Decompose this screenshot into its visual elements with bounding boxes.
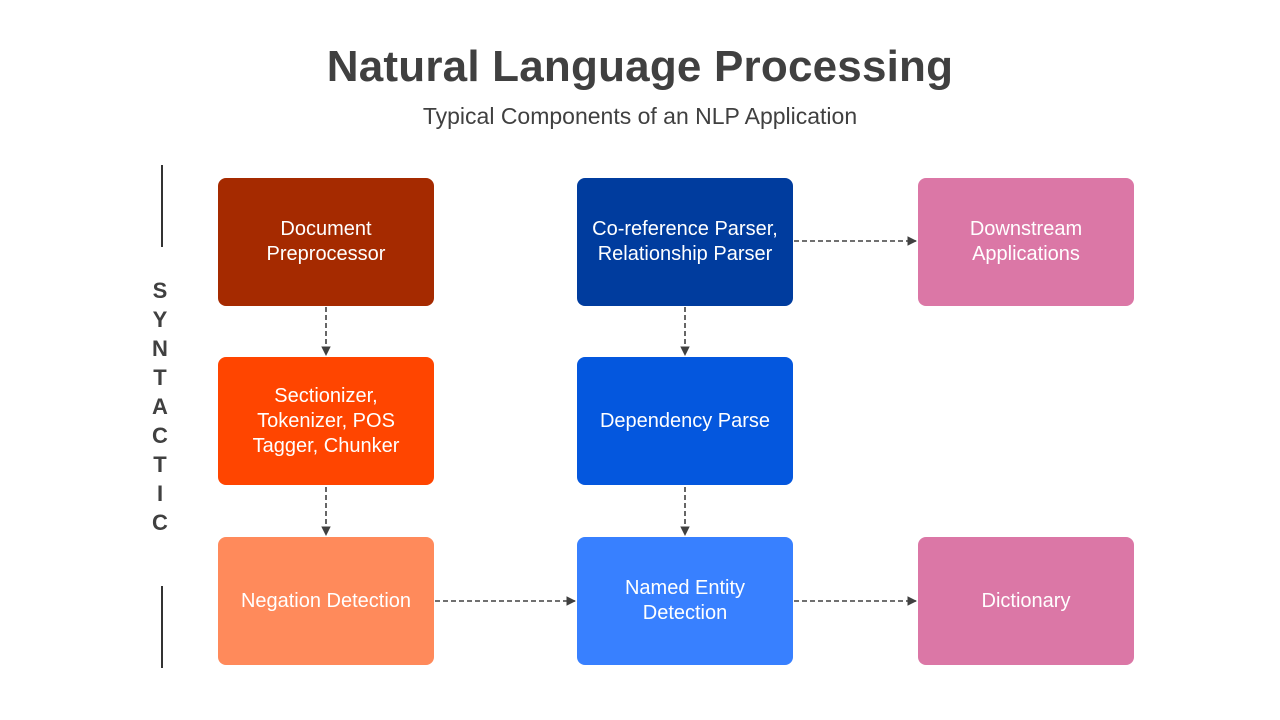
side-letter: T xyxy=(153,365,167,390)
box-label: Downstream Applications xyxy=(969,218,1083,265)
named-entity-detection-box: Named Entity Detection xyxy=(577,537,793,665)
side-letter: S xyxy=(152,278,168,303)
syntactic-vertical-label: S Y N T A C T I C xyxy=(140,276,180,537)
box-label: Dependency Parse xyxy=(599,409,771,432)
document-preprocessor-box: Document Preprocessor xyxy=(218,178,434,306)
side-letter: C xyxy=(152,423,168,448)
box-label: Negation Detection xyxy=(240,589,412,612)
side-letter: A xyxy=(152,394,168,419)
box-label: Named Entity Detection xyxy=(624,577,746,624)
side-letter: T xyxy=(153,452,167,477)
coreference-parser-box: Co-reference Parser, Relationship Parser xyxy=(577,178,793,306)
side-letter: N xyxy=(152,336,168,361)
sectionizer-box: Sectionizer, Tokenizer, POS Tagger, Chun… xyxy=(218,357,434,485)
side-letter: I xyxy=(156,481,164,506)
side-letter: Y xyxy=(152,307,168,332)
box-label: Sectionizer, Tokenizer, POS Tagger, Chun… xyxy=(252,384,400,457)
dictionary-box: Dictionary xyxy=(918,537,1134,665)
downstream-applications-box: Downstream Applications xyxy=(918,178,1134,306)
page-subtitle: Typical Components of an NLP Application xyxy=(422,103,858,129)
box-label: Dictionary xyxy=(981,589,1071,612)
page-title: Natural Language Processing xyxy=(326,42,954,91)
side-divider-top xyxy=(161,165,163,247)
side-letter: C xyxy=(152,510,168,535)
dependency-parse-box: Dependency Parse xyxy=(577,357,793,485)
box-label: Co-reference Parser, Relationship Parser xyxy=(592,218,778,265)
box-label: Document Preprocessor xyxy=(266,218,386,265)
negation-detection-box: Negation Detection xyxy=(218,537,434,665)
side-divider-bottom xyxy=(161,586,163,668)
